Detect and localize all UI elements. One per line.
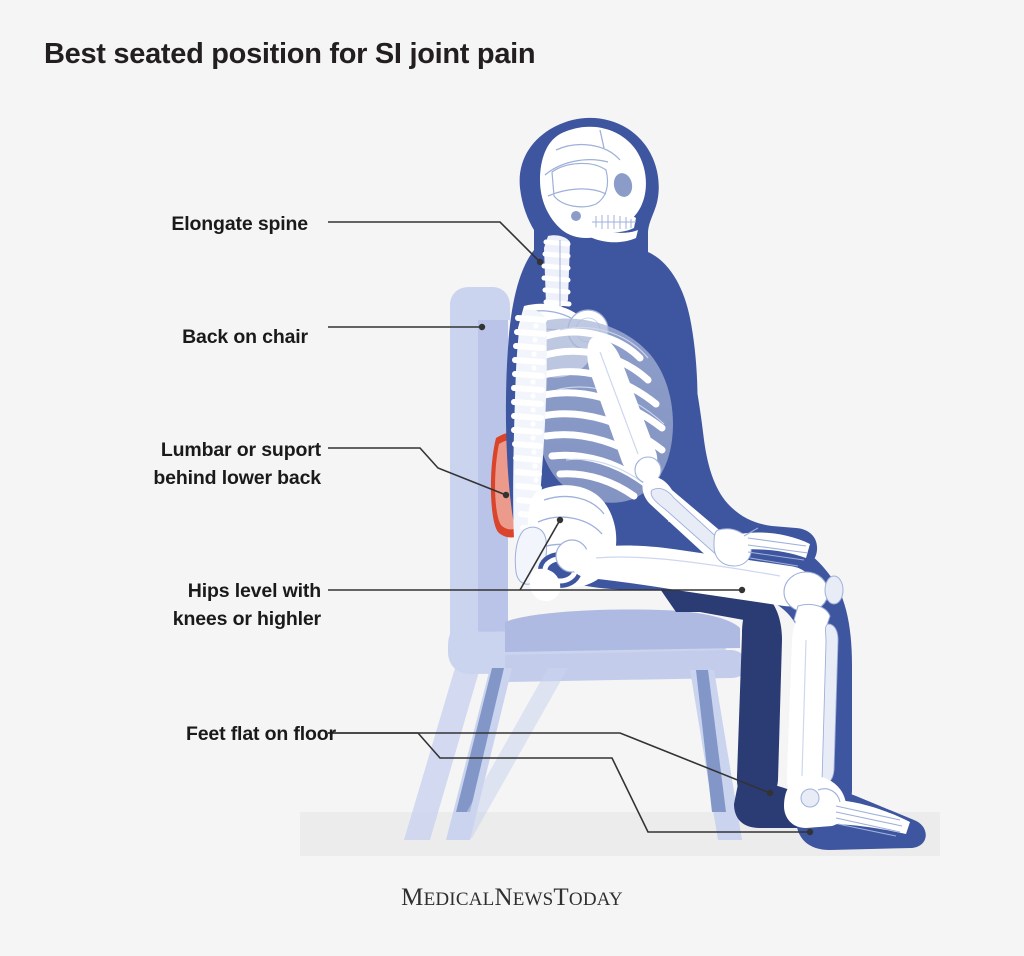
tibia (786, 614, 828, 804)
callout-label-hips-level: Hips level with knees or highler (173, 578, 321, 634)
far-shin (736, 590, 782, 803)
lower-leg-bones (786, 614, 839, 804)
chair-brace (452, 668, 568, 838)
logo-part-1-cap: M (401, 884, 424, 911)
chair-backrest-far (450, 292, 478, 652)
finger-bones (743, 527, 809, 567)
ribs (536, 328, 666, 500)
toe-bones (835, 805, 903, 837)
callout-label-elongate-spine: Elongate spine (171, 213, 308, 235)
leader-lines (328, 221, 814, 836)
humerus (587, 337, 658, 477)
callout-line-1: Hips level with (187, 580, 321, 602)
leader-lumbar-support (328, 447, 507, 496)
callout-label-feet-flat: Feet flat on floor (185, 723, 336, 745)
femur (555, 538, 813, 607)
logo-part-2-cap: N (494, 884, 513, 911)
leader-feet-far (328, 732, 771, 794)
callout-label-back-on-chair: Back on chair (182, 326, 308, 348)
skull (540, 126, 646, 243)
callout-line-1: Lumbar or suport (160, 439, 321, 461)
leader-elongate-spine (328, 221, 541, 263)
chair (404, 287, 746, 840)
logo-part-2-rest: EWS (512, 889, 554, 910)
teeth (592, 215, 636, 229)
page-title: Best seated position for SI joint pain (44, 38, 536, 70)
thoracic-lumbar-spine (511, 309, 548, 543)
patella (824, 575, 844, 605)
callout-label-lumbar-support: Lumbar or suport behind lower back (153, 437, 321, 493)
leader-feet-near (328, 732, 810, 833)
chair-leg-back-accent (456, 668, 504, 812)
near-arm (634, 268, 818, 570)
chair-leg-front-accent (696, 670, 726, 812)
callout-line-2: behind lower back (153, 466, 321, 489)
logo-part-3-cap: T (553, 884, 569, 911)
chair-seat-cushion (505, 609, 740, 652)
leader-hips-level-branch (519, 519, 561, 591)
logo-part-1-rest: EDICAL (423, 889, 495, 910)
skeleton (511, 126, 910, 837)
eye-socket (613, 173, 633, 197)
callout-line-2: knees or highler (172, 607, 321, 630)
foot-bones (784, 776, 910, 837)
logo-part-3-rest: ODAY (568, 889, 623, 910)
chair-leg-rear (404, 668, 480, 840)
arm-bones (587, 337, 810, 567)
cervical-spine (541, 235, 572, 308)
medical-news-today-logo: MEDICALNEWSTODAY (0, 884, 1024, 912)
